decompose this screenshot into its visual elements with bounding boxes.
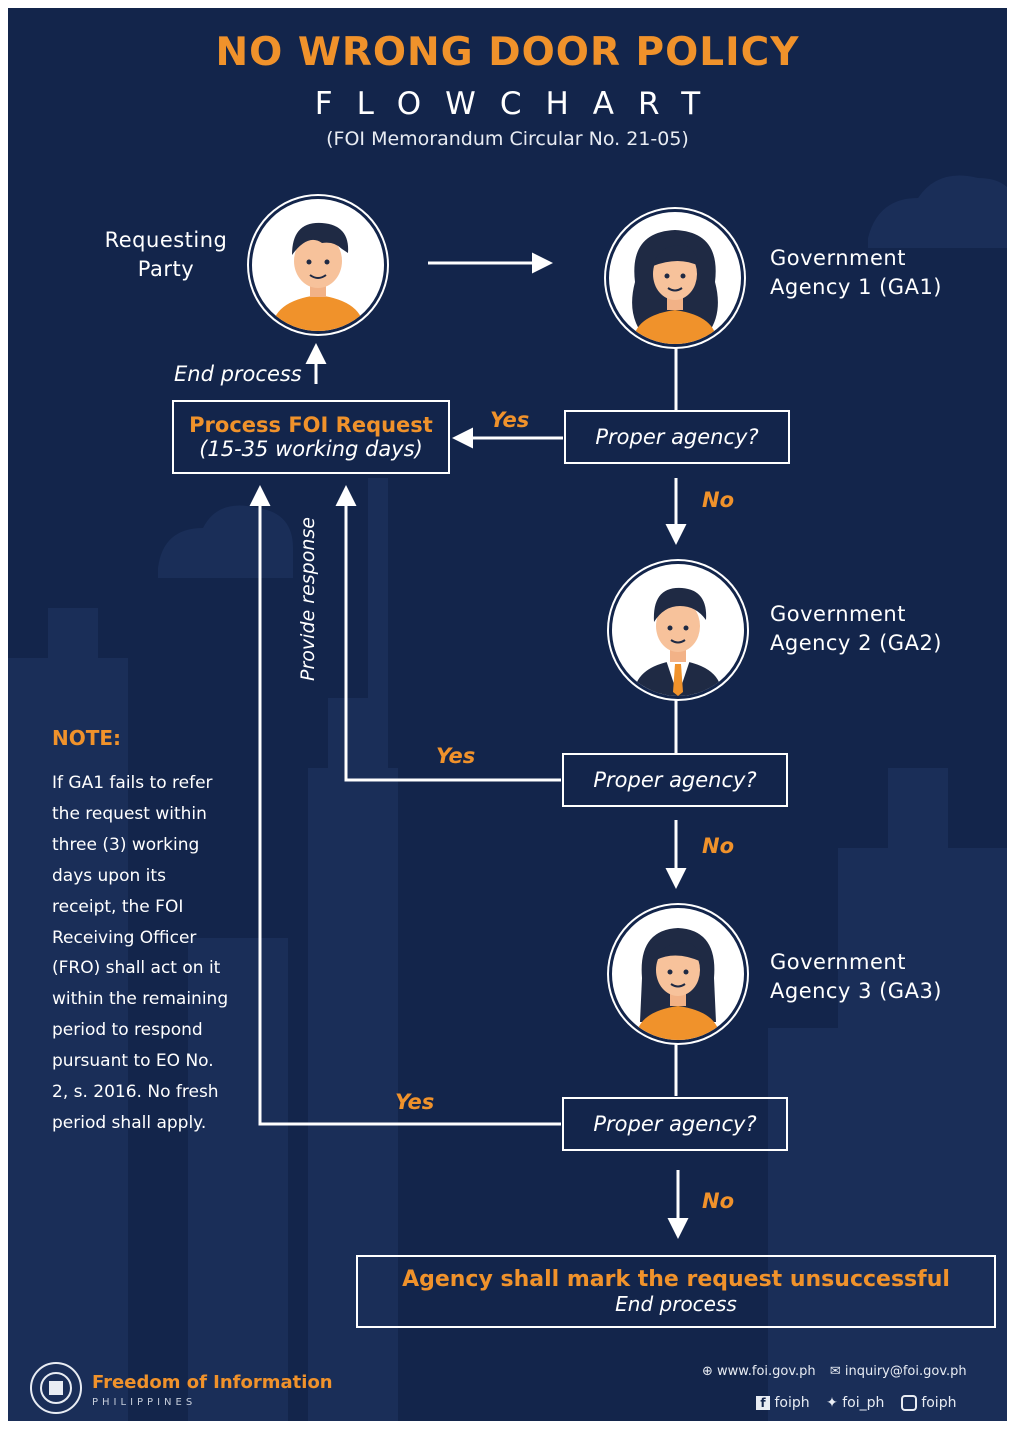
- globe-icon: ⊕: [702, 1364, 713, 1379]
- note-line: period to respond: [52, 1020, 203, 1041]
- requesting-party-line-1: Requesting: [104, 228, 228, 252]
- email-link[interactable]: inquiry@foi.gov.ph: [844, 1364, 967, 1379]
- requesting-party-avatar: [249, 196, 387, 334]
- decision-box-3: Proper agency?: [562, 1097, 788, 1151]
- yes-label-2: Yes: [436, 744, 476, 768]
- no-label-2: No: [702, 834, 735, 858]
- requesting-party-line-2: Party: [137, 257, 195, 281]
- foi-seal-logo: [30, 1362, 82, 1414]
- final-box-subtitle: End process: [615, 1292, 737, 1316]
- ga2-avatar: [609, 561, 747, 699]
- footer-contacts: ⊕ www.foi.gov.ph ✉ inquiry@foi.gov.ph: [702, 1364, 967, 1379]
- decision-box-1: Proper agency?: [564, 410, 790, 464]
- no-label-1: No: [702, 488, 735, 512]
- decision-box-2: Proper agency?: [562, 753, 788, 807]
- yes-label-1: Yes: [490, 408, 530, 432]
- mail-icon: ✉: [829, 1364, 841, 1379]
- facebook-handle[interactable]: foiph: [774, 1395, 810, 1411]
- final-outcome-box: Agency shall mark the request unsuccessf…: [356, 1255, 996, 1328]
- decision-1-text: Proper agency?: [595, 425, 759, 449]
- footer-org-country: PHILIPPINES: [92, 1397, 197, 1408]
- instagram-handle[interactable]: foiph: [921, 1395, 957, 1411]
- note-line: days upon its: [52, 865, 166, 886]
- note-heading: NOTE:: [52, 726, 122, 750]
- ga2-label: Government Agency 2 (GA2): [770, 600, 942, 658]
- ga2-label-line-2: Agency 2 (GA2): [770, 631, 942, 655]
- flow-connectors: [249, 252, 689, 1239]
- process-box-subtitle: (15-35 working days): [199, 437, 423, 461]
- flowchart-poster: NO WRONG DOOR POLICY FLOWCHART (FOI Memo…: [8, 8, 1007, 1421]
- footer-social: f foiph ✦ foi_ph foiph: [756, 1395, 956, 1411]
- website-link[interactable]: www.foi.gov.ph: [717, 1364, 816, 1379]
- decision-3-text: Proper agency?: [593, 1112, 757, 1136]
- ga3-avatar: [609, 905, 747, 1043]
- no-label-3: No: [702, 1189, 735, 1213]
- ga3-label: Government Agency 3 (GA3): [770, 948, 942, 1006]
- footer-org-name: Freedom of Information: [92, 1372, 333, 1393]
- note-line: three (3) working: [52, 834, 200, 855]
- note-line: pursuant to EO No.: [52, 1051, 214, 1072]
- note-line: If GA1 fails to refer: [52, 773, 213, 793]
- ga1-label: Government Agency 1 (GA1): [770, 244, 942, 302]
- ga1-avatar: [606, 209, 744, 347]
- note-line: 2, s. 2016. No fresh: [52, 1082, 219, 1103]
- note-body: If GA1 fails to refer the request within…: [52, 768, 282, 1139]
- twitter-icon: ✦: [826, 1395, 838, 1411]
- requesting-party-label: Requesting Party: [96, 226, 236, 284]
- ga2-label-line-1: Government: [770, 602, 906, 626]
- note-line: (FRO) shall act on it: [52, 958, 221, 979]
- ga3-label-line-1: Government: [770, 950, 906, 974]
- twitter-handle[interactable]: foi_ph: [842, 1395, 885, 1411]
- city-silhouette-background: [8, 175, 1007, 1421]
- arrow-yes-decision3: [249, 485, 561, 1126]
- memorandum-reference: (FOI Memorandum Circular No. 21-05): [326, 128, 689, 150]
- provide-response-label: Provide response: [297, 517, 319, 681]
- process-box-title: Process FOI Request: [189, 413, 433, 437]
- decision-2-text: Proper agency?: [593, 768, 757, 792]
- yes-label-3: Yes: [395, 1090, 435, 1114]
- end-process-label: End process: [174, 362, 302, 386]
- note-line: within the remaining: [52, 989, 229, 1010]
- poster-title: NO WRONG DOOR POLICY: [215, 30, 800, 75]
- arrow-yes-decision2: [335, 485, 561, 782]
- ga1-label-line-2: Agency 1 (GA1): [770, 275, 942, 299]
- final-box-title: Agency shall mark the request unsuccessf…: [402, 1267, 950, 1292]
- note-line: receipt, the FOI: [52, 896, 184, 917]
- facebook-icon: f: [756, 1396, 770, 1410]
- ga1-label-line-1: Government: [770, 246, 906, 270]
- note-line: period shall apply.: [52, 1112, 207, 1133]
- ga3-label-line-2: Agency 3 (GA3): [770, 979, 942, 1003]
- process-foi-request-box: Process FOI Request (15-35 working days): [172, 400, 450, 474]
- note-line: the request within: [52, 803, 207, 824]
- poster-subtitle: FLOWCHART: [314, 86, 725, 122]
- note-line: Receiving Officer: [52, 927, 197, 948]
- instagram-icon: [900, 1395, 917, 1411]
